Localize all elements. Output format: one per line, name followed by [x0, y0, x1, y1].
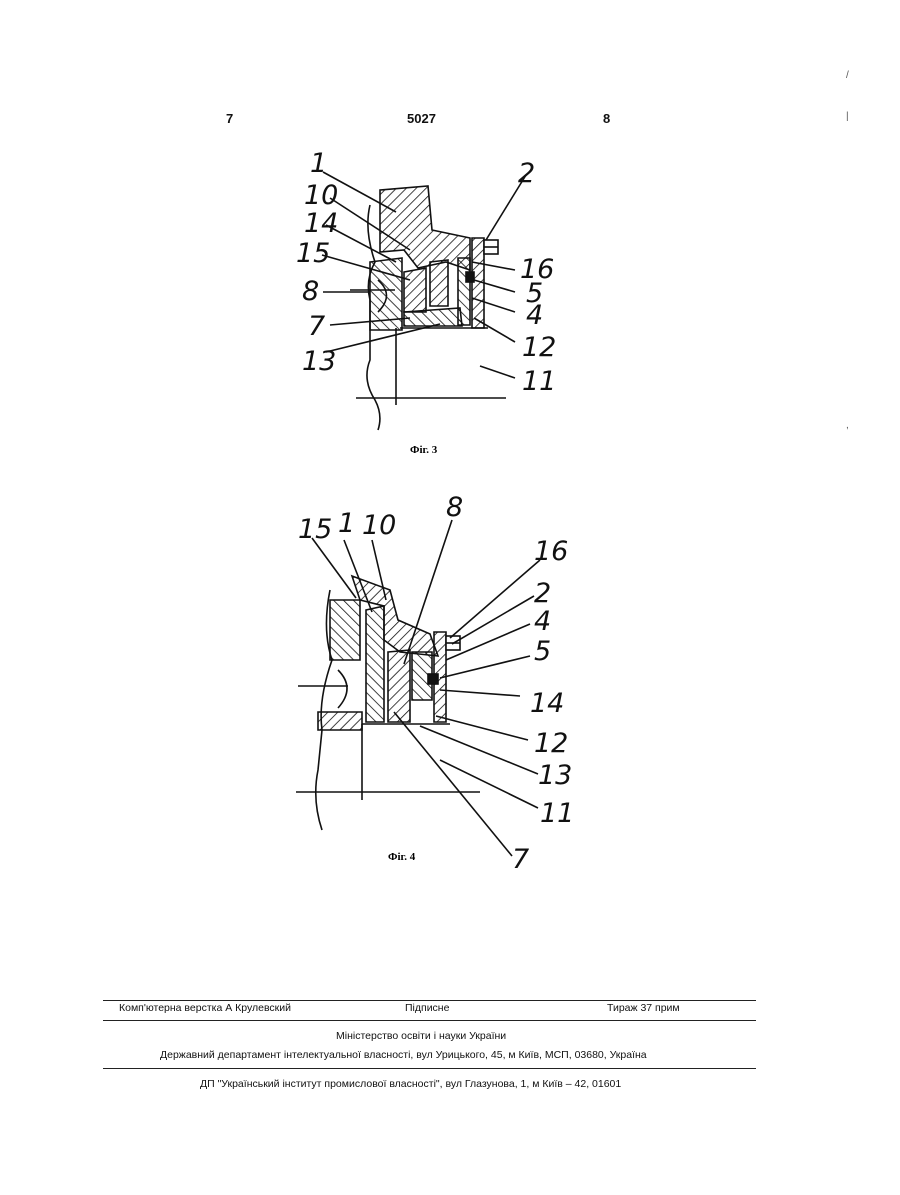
footer-department: Державний департамент інтелектуальної вл…	[160, 1049, 647, 1061]
footer-circulation: Тираж 37 прим	[607, 1002, 680, 1014]
fig4-label: 15	[298, 514, 332, 545]
fig3-label: 13	[302, 346, 336, 377]
fig3-label: 8	[302, 276, 319, 307]
fig3-part-5	[458, 258, 470, 325]
fig4-part-10	[388, 650, 410, 722]
fig4-label: 13	[538, 760, 572, 791]
footer-ministry: Міністерство освіти і науки України	[336, 1030, 506, 1042]
fig3-part-15	[404, 268, 426, 312]
fig4-label: 12	[534, 728, 568, 759]
fig4-label: 16	[534, 536, 568, 567]
fig3-label: 15	[296, 238, 330, 269]
footer-institute: ДП "Український інститут промислової вла…	[200, 1078, 621, 1090]
footer-signed: Підписне	[405, 1002, 449, 1014]
footer-typesetter: Комп'ютерна верстка А Крулевский	[119, 1002, 291, 1014]
fig4-label: 7	[512, 844, 529, 875]
fig3-housing-1	[380, 186, 470, 270]
fig4-label: 1	[338, 508, 355, 539]
fig4-shaft-bore	[338, 670, 347, 708]
fig4-label: 10	[362, 510, 396, 541]
footer-rule-top	[103, 1000, 756, 1001]
footer-rule-bottom	[103, 1068, 756, 1069]
fig3-label: 12	[522, 332, 556, 363]
fig4-base-block	[318, 712, 362, 730]
figure-4-drawing	[296, 520, 540, 856]
fig3-label: 14	[304, 208, 338, 239]
fig4-label: 8	[446, 492, 463, 523]
fig3-caption: Фіг. 3	[410, 444, 438, 456]
fig3-label: 1	[310, 148, 327, 179]
fig3-part-13	[404, 308, 462, 326]
fig3-seal-16	[466, 272, 474, 282]
fig3-label: 7	[308, 311, 325, 342]
fig4-part-1	[366, 606, 384, 722]
fig3-label: 2	[518, 158, 535, 189]
fig4-caption: Фіг. 4	[388, 851, 416, 863]
figure-3-drawing	[322, 172, 526, 430]
fig4-housing-1	[352, 576, 438, 656]
fig3-label: 11	[522, 366, 556, 397]
fig4-label: 4	[534, 606, 551, 637]
fig4-label: 11	[540, 798, 574, 829]
fig3-label: 4	[526, 300, 543, 331]
fig4-part-15	[330, 600, 360, 660]
fig4-seal-16	[428, 674, 438, 684]
fig3-label: 10	[304, 180, 338, 211]
fig4-label: 14	[530, 688, 564, 719]
fig4-label: 2	[534, 578, 551, 609]
footer-rule-mid	[103, 1020, 756, 1021]
fig3-part-10	[430, 260, 448, 306]
fig4-label: 5	[534, 636, 551, 667]
